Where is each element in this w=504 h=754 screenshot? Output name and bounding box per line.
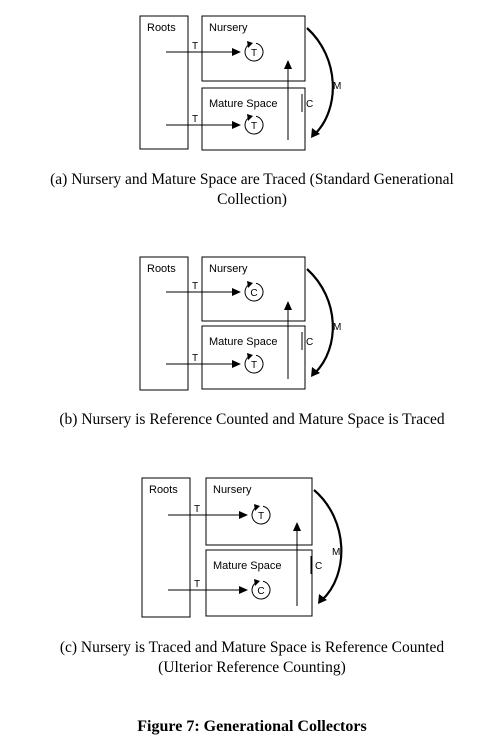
root-to-mature-edge-label: T bbox=[192, 353, 198, 364]
nursery-cycle-arc bbox=[244, 42, 264, 62]
nursery-label: Nursery bbox=[209, 263, 248, 275]
caption-b-line-1: (b) Nursery is Reference Counted and Mat… bbox=[59, 411, 445, 428]
mature-space-cycle-arc bbox=[251, 580, 271, 600]
promotion-edge-label: C bbox=[306, 337, 313, 348]
nursery-cycle-symbol: T bbox=[258, 511, 264, 522]
move-arrow bbox=[306, 27, 334, 135]
move-arrowhead bbox=[311, 128, 320, 138]
roots-label: Roots bbox=[147, 263, 176, 275]
mature-space-cycle-arrowhead bbox=[247, 353, 253, 360]
caption-c: (c) Nursery is Traced and Mature Space i… bbox=[0, 638, 504, 678]
root-to-nursery-edge-label: T bbox=[192, 281, 198, 292]
nursery-box bbox=[201, 256, 306, 322]
nursery-box bbox=[205, 477, 313, 546]
nursery-cycle-arrowhead bbox=[247, 41, 253, 48]
root-to-mature-edge-label: T bbox=[192, 114, 198, 125]
root-to-nursery-arrowhead bbox=[239, 511, 248, 519]
mature-space-cycle-arc bbox=[244, 354, 264, 374]
figure-title: Figure 7: Generational Collectors bbox=[137, 718, 367, 735]
mature-space-label: Mature Space bbox=[209, 336, 277, 348]
nursery-cycle-symbol: T bbox=[251, 48, 257, 59]
mature-space-cycle-arrowhead bbox=[247, 114, 253, 121]
nursery-box bbox=[201, 15, 306, 82]
caption-a: (a) Nursery and Mature Space are Traced … bbox=[0, 170, 504, 210]
mature-space-cycle-arc bbox=[244, 115, 264, 135]
mature-space-cycle-arrowhead bbox=[254, 579, 260, 586]
roots-label: Roots bbox=[149, 484, 178, 496]
mature-space-box bbox=[201, 87, 306, 151]
nursery-cycle-arc bbox=[251, 505, 271, 525]
root-to-mature-arrowhead bbox=[239, 586, 248, 594]
nursery-cycle-arrowhead bbox=[247, 281, 253, 288]
nursery-cycle-arc bbox=[244, 282, 264, 302]
roots-label: Roots bbox=[147, 22, 176, 34]
move-arrow bbox=[306, 268, 334, 374]
move-arrow bbox=[313, 489, 343, 601]
roots-box bbox=[139, 15, 189, 150]
move-label: M bbox=[333, 322, 341, 333]
root-to-mature-arrowhead bbox=[232, 360, 241, 368]
mature-space-label: Mature Space bbox=[213, 560, 281, 572]
mature-space-cycle-symbol: T bbox=[251, 360, 257, 371]
nursery-label: Nursery bbox=[213, 484, 252, 496]
root-to-nursery-arrowhead bbox=[232, 48, 241, 56]
nursery-label: Nursery bbox=[209, 22, 248, 34]
promotion-edge-label: C bbox=[315, 561, 322, 572]
move-arrowhead bbox=[318, 594, 327, 604]
caption-c-line-2: (Ulterior Reference Counting) bbox=[158, 659, 346, 676]
root-to-mature-arrowhead bbox=[232, 121, 241, 129]
mature-to-nursery-arrowhead bbox=[293, 522, 301, 531]
mature-space-box bbox=[205, 549, 313, 617]
nursery-cycle-arrowhead bbox=[254, 504, 260, 511]
mature-space-cycle-symbol: C bbox=[257, 586, 264, 597]
mature-space-label: Mature Space bbox=[209, 98, 277, 110]
move-label: M bbox=[333, 81, 341, 92]
caption-a-line-2: Collection) bbox=[217, 191, 287, 208]
caption-b: (b) Nursery is Reference Counted and Mat… bbox=[0, 410, 504, 430]
move-arrowhead bbox=[311, 367, 320, 377]
root-to-nursery-arrowhead bbox=[232, 288, 241, 296]
mature-to-nursery-arrowhead bbox=[284, 60, 292, 69]
roots-box bbox=[139, 256, 189, 391]
promotion-edge-label: C bbox=[306, 99, 313, 110]
root-to-nursery-edge-label: T bbox=[194, 504, 200, 515]
nursery-cycle-symbol: C bbox=[250, 288, 257, 299]
mature-space-box bbox=[201, 325, 306, 390]
root-to-nursery-edge-label: T bbox=[192, 41, 198, 52]
caption-c-line-1: (c) Nursery is Traced and Mature Space i… bbox=[59, 639, 445, 656]
caption-a-line-1: (a) Nursery and Mature Space are Traced … bbox=[50, 171, 454, 188]
move-label: M bbox=[332, 547, 340, 558]
mature-to-nursery-arrowhead bbox=[284, 301, 292, 310]
mature-space-cycle-symbol: T bbox=[251, 121, 257, 132]
roots-box bbox=[141, 477, 191, 618]
root-to-mature-edge-label: T bbox=[194, 579, 200, 590]
